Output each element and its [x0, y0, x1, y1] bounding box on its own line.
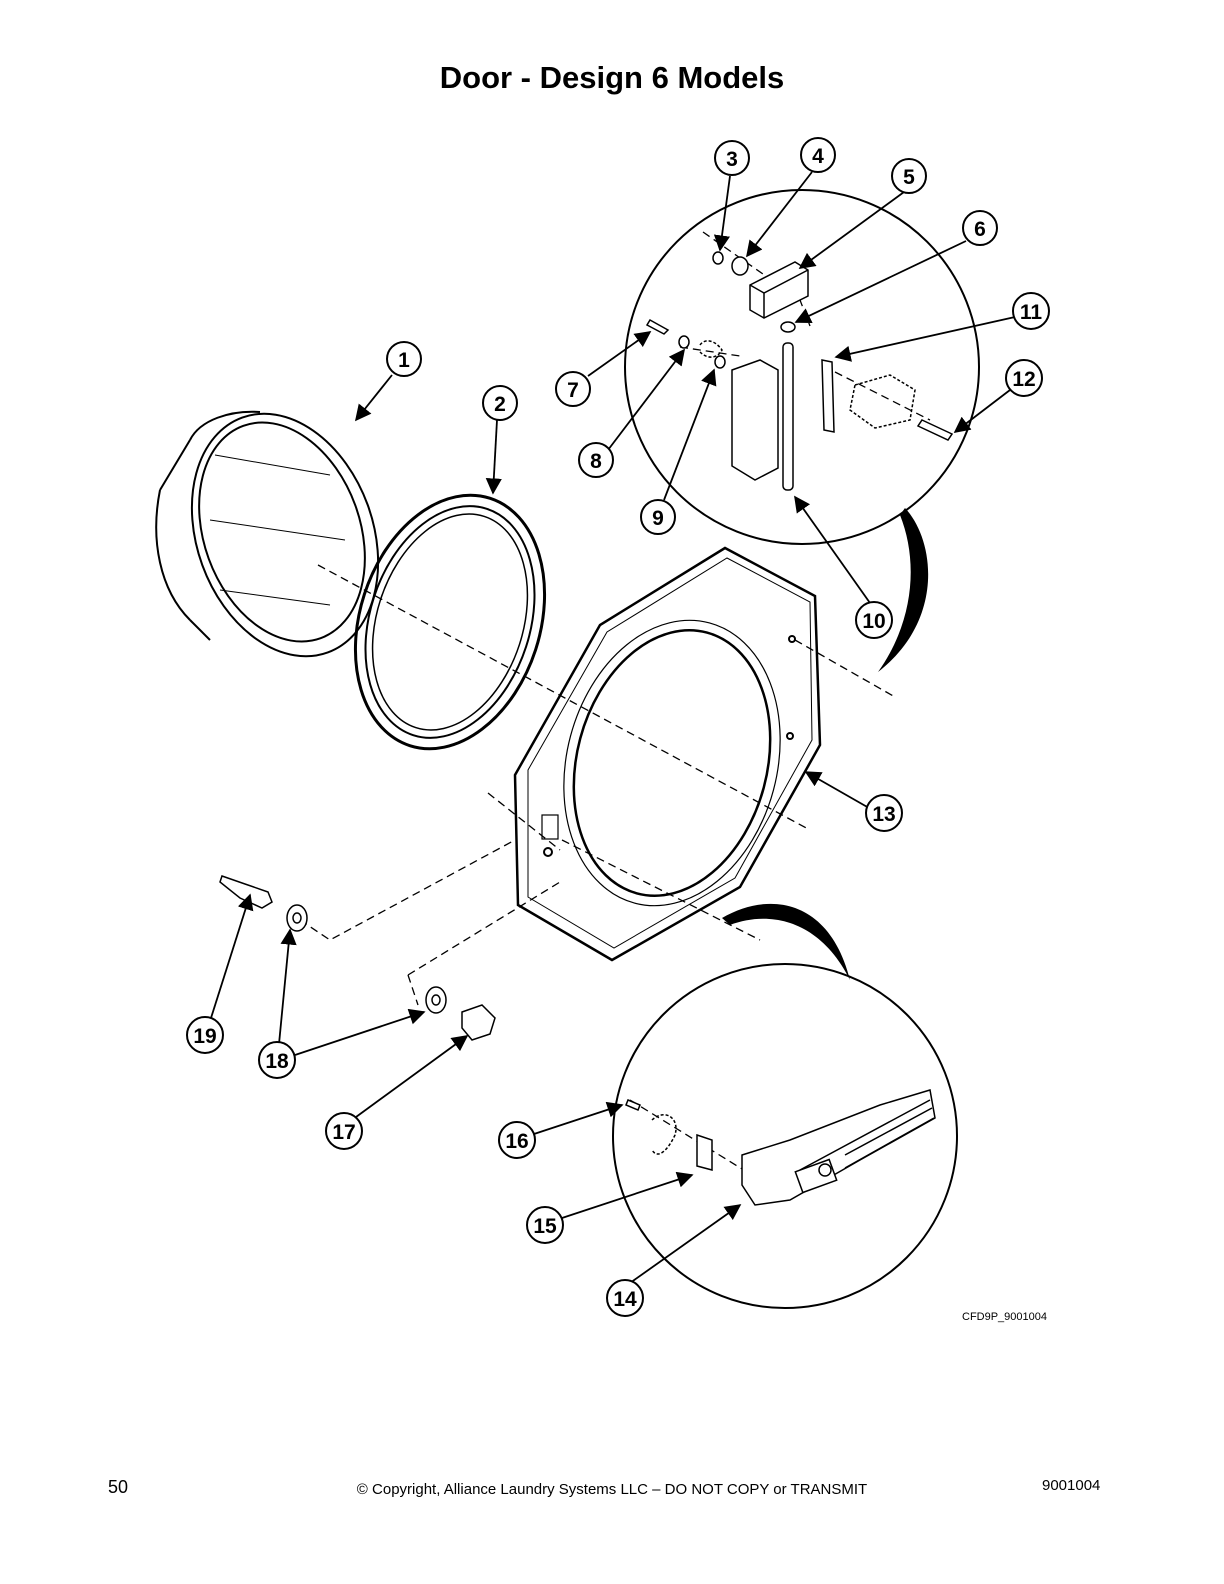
svg-text:2: 2 — [494, 393, 506, 416]
svg-text:18: 18 — [265, 1050, 289, 1073]
hinge-detail-circle — [624, 189, 980, 545]
hinge-pin-10 — [782, 342, 794, 491]
door-glass — [155, 410, 380, 658]
callout-15: 15 — [526, 1206, 564, 1244]
svg-text:9: 9 — [652, 507, 664, 530]
svg-text:5: 5 — [903, 166, 915, 189]
handle-parts — [625, 1089, 936, 1206]
hinge-washer-8 — [678, 335, 690, 349]
hinge-washer-6 — [780, 321, 796, 333]
svg-text:10: 10 — [862, 610, 885, 633]
handle-detail-connector — [722, 903, 850, 980]
figure-code: CFD9P_9001004 — [962, 1311, 1048, 1323]
hinge-washer-4 — [731, 256, 749, 276]
svg-text:15: 15 — [533, 1215, 557, 1238]
svg-text:14: 14 — [613, 1288, 637, 1311]
door-handle-14 — [741, 1089, 936, 1206]
callout-19: 19 — [186, 1016, 224, 1054]
svg-text:1: 1 — [398, 349, 410, 372]
hinge-plate-11 — [821, 359, 835, 433]
callout-16: 16 — [498, 1121, 536, 1159]
svg-text:4: 4 — [812, 145, 824, 168]
svg-text:19: 19 — [193, 1025, 216, 1048]
svg-text:3: 3 — [726, 148, 738, 171]
callout-6: 6 — [962, 210, 998, 246]
handle-screw-16 — [625, 1099, 641, 1111]
svg-text:8: 8 — [590, 450, 602, 473]
svg-text:17: 17 — [332, 1121, 355, 1144]
callout-13: 13 — [865, 794, 903, 832]
copyright-notice: © Copyright, Alliance Laundry Systems LL… — [356, 1481, 868, 1498]
handle-detail-circle — [612, 963, 958, 1309]
door-gasket — [353, 493, 547, 751]
callout-4: 4 — [800, 137, 836, 173]
svg-text:11: 11 — [1020, 301, 1043, 324]
callout-1: 1 — [386, 341, 422, 377]
svg-text:12: 12 — [1012, 368, 1035, 391]
leader-lines — [210, 171, 1016, 1284]
hinge-screw-7 — [645, 318, 670, 335]
hinge-parts — [645, 251, 954, 491]
callout-3: 3 — [714, 140, 750, 176]
page-title: Door - Design 6 Models — [439, 60, 785, 95]
hinge-bracket — [731, 359, 779, 481]
callout-9: 9 — [640, 499, 676, 535]
callout-7: 7 — [555, 371, 591, 407]
page-number: 50 — [108, 1477, 129, 1497]
callout-18: 18 — [258, 1041, 296, 1079]
acorn-nut-17 — [461, 1004, 496, 1041]
handle-bracket-15 — [696, 1133, 713, 1171]
hinge-nut-3 — [712, 251, 724, 265]
hinge-screw-12 — [916, 419, 954, 441]
svg-text:16: 16 — [505, 1130, 528, 1153]
door-panel — [513, 546, 822, 962]
callout-12: 12 — [1005, 359, 1043, 397]
latch-hardware — [219, 875, 496, 1041]
callout-2: 2 — [482, 385, 518, 421]
latch-stud-19 — [219, 875, 273, 909]
document-number: 9001004 — [1042, 1477, 1101, 1494]
svg-text:13: 13 — [872, 803, 895, 826]
callout-11: 11 — [1012, 292, 1050, 330]
svg-text:6: 6 — [974, 218, 986, 241]
hinge-washer-9 — [714, 355, 726, 369]
callout-8: 8 — [578, 442, 614, 478]
callout-10: 10 — [855, 601, 893, 639]
hinge-detail-connector — [878, 508, 929, 672]
callout-5: 5 — [891, 158, 927, 194]
callout-17: 17 — [325, 1112, 363, 1150]
callout-14: 14 — [606, 1279, 644, 1317]
svg-text:7: 7 — [567, 379, 579, 402]
